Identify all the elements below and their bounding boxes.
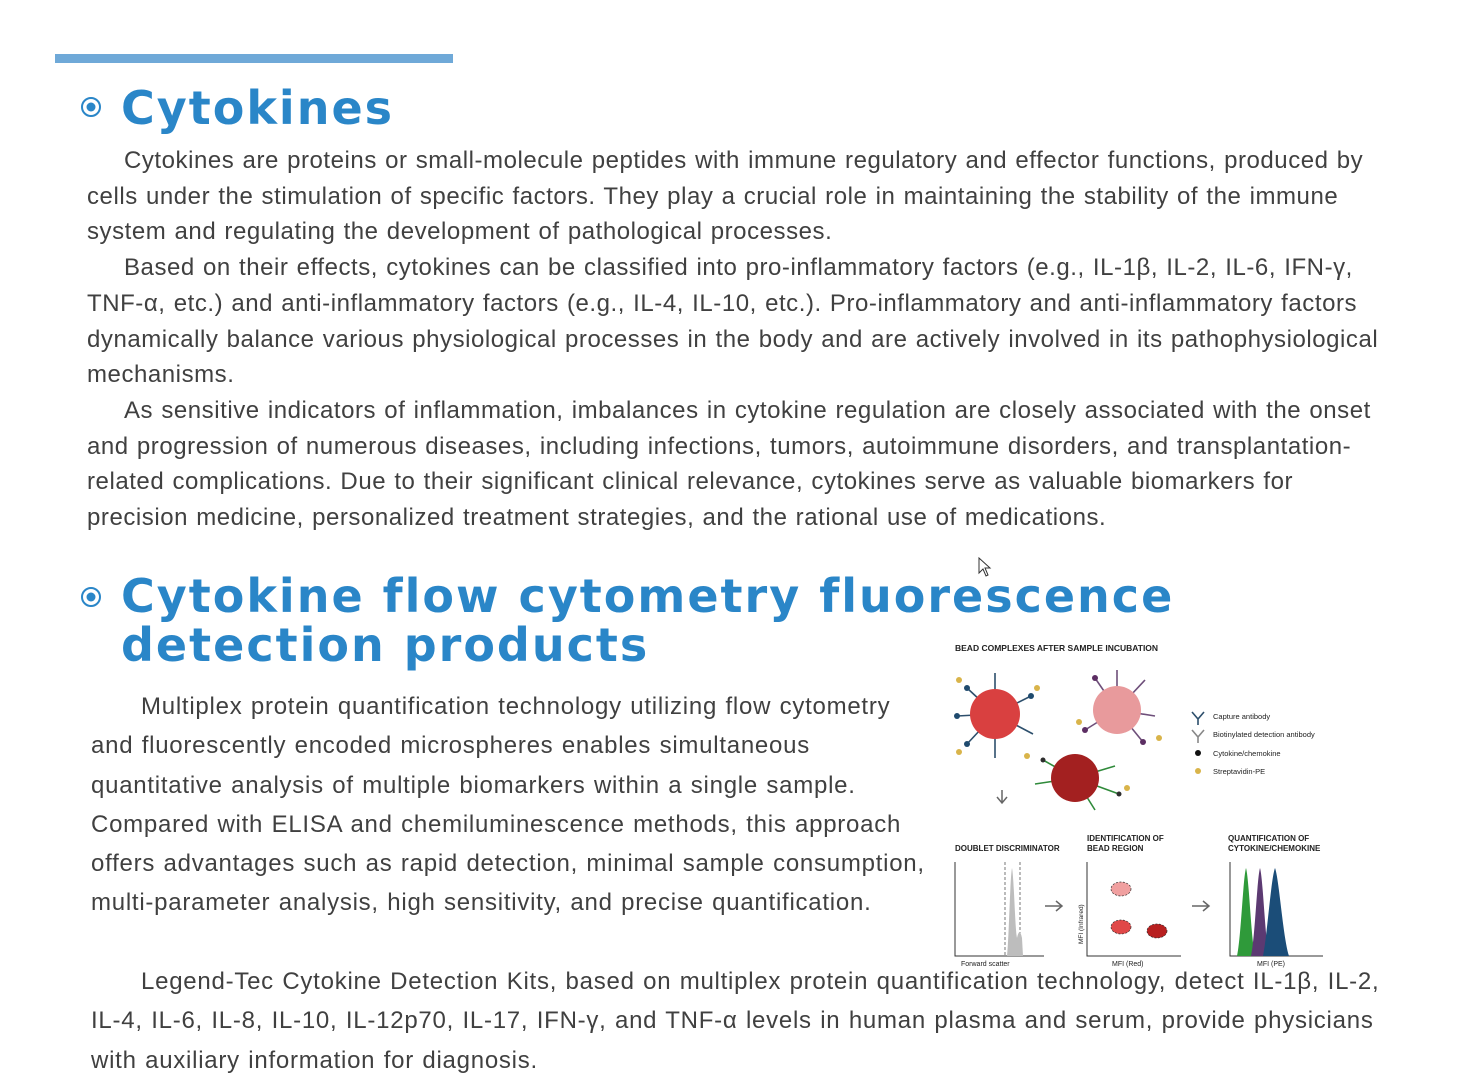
paragraph: Legend-Tec Cytokine Detection Kits, base…: [91, 968, 1380, 1074]
arrow-right-icon: [1192, 900, 1211, 912]
bead-complex-pink: [1076, 670, 1162, 745]
product-description: Legend-Tec Cytokine Detection Kits, base…: [91, 962, 1391, 1080]
panel3-xlabel: MFI (PE): [1257, 961, 1285, 968]
bead-assay-figure: BEAD COMPLEXES AFTER SAMPLE INCUBATION: [945, 638, 1345, 973]
legend-capture-antibody: Capture antibody: [1213, 712, 1270, 721]
section-title-cytokines: Cytokines: [121, 81, 395, 135]
technology-description: Multiplex protein quantification technol…: [91, 687, 936, 923]
legend-cytokine: Cytokine/chemokine: [1213, 749, 1281, 758]
cytokine-dot-icon: [1195, 750, 1201, 756]
figure-title: BEAD COMPLEXES AFTER SAMPLE INCUBATION: [955, 643, 1158, 653]
panel-quantification: QUANTIFICATION OF CYTOKINE/CHEMOKINE MFI…: [1228, 834, 1323, 968]
panel2-title-line2: BEAD REGION: [1087, 844, 1144, 853]
paragraph: Based on their effects, cytokines can be…: [87, 254, 1379, 389]
paragraph: Cytokines are proteins or small-molecule…: [87, 147, 1364, 246]
bead-complex-red: [954, 673, 1040, 758]
legend-detection-antibody: Biotinylated detection antibody: [1213, 730, 1315, 739]
section-title-flow-cytometry: Cytokine flow cytometry fluorescence det…: [121, 569, 1175, 672]
paragraph: Multiplex protein quantification technol…: [91, 693, 925, 917]
streptavidin-dot-icon: [1195, 768, 1201, 774]
circle-bullet-icon: [81, 587, 101, 607]
paragraph: As sensitive indicators of inflammation,…: [87, 396, 1371, 532]
figure-legend: Capture antibody Biotinylated detection …: [1191, 711, 1315, 776]
arrow-down-icon: [996, 790, 1008, 805]
arrow-right-icon: [1045, 900, 1064, 912]
panel3-title-line2: CYTOKINE/CHEMOKINE: [1228, 844, 1321, 853]
panel1-title: DOUBLET DISCRIMINATOR: [955, 844, 1060, 853]
bead-complex-darkred: [1024, 753, 1130, 811]
panel2-title-line1: IDENTIFICATION OF: [1087, 834, 1164, 843]
panel-doublet-discriminator: DOUBLET DISCRIMINATOR Forward scatter: [954, 844, 1060, 968]
circle-bullet-icon: [81, 97, 101, 117]
mouse-pointer-icon: [978, 557, 992, 577]
panel2-xlabel: MFI (Red): [1112, 961, 1144, 968]
legend-streptavidin: Streptavidin-PE: [1213, 767, 1265, 776]
cytokines-description: Cytokines are proteins or small-molecule…: [87, 143, 1392, 536]
detection-antibody-icon: [1191, 729, 1205, 743]
panel2-ylabel: MFI (Infrared): [1078, 904, 1085, 944]
panel-bead-region: IDENTIFICATION OF BEAD REGION MFI (Infra…: [1078, 834, 1181, 968]
panel1-xlabel: Forward scatter: [961, 961, 1010, 968]
accent-bar: [55, 54, 453, 63]
capture-antibody-icon: [1191, 711, 1205, 725]
panel3-title-line1: QUANTIFICATION OF: [1228, 834, 1309, 843]
